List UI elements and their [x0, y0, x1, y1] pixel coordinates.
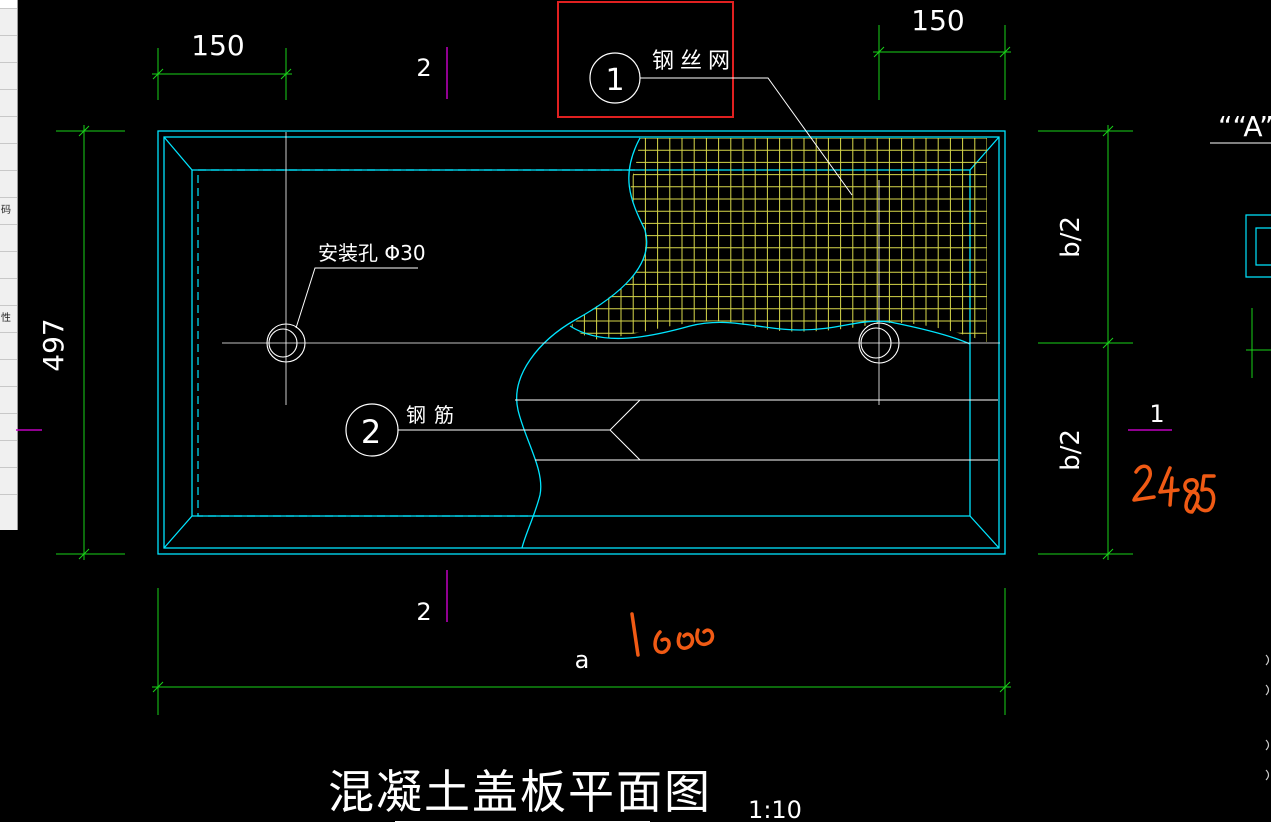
side-panel-row[interactable] [0, 387, 17, 414]
steel-wire-mesh [570, 138, 987, 342]
slab-outline [157, 130, 1006, 555]
callout-2-bubble [345, 403, 399, 457]
side-panel-row[interactable] [0, 63, 17, 90]
side-panel-header [0, 0, 17, 9]
bevel-line-bl [163, 515, 193, 549]
side-panel-row[interactable] [0, 468, 17, 495]
side-panel-row[interactable] [0, 9, 17, 36]
mounting-hole-right [858, 180, 900, 405]
dim-top-left-value: 150 [191, 29, 244, 62]
slab-outer-edge [157, 130, 1006, 555]
side-panel-row[interactable] [0, 252, 17, 279]
dim-right-b-lower: b/2 [1056, 429, 1086, 471]
side-panel-row[interactable] [0, 90, 17, 117]
side-panel-row[interactable] [0, 144, 17, 171]
section-mark-right: 1 [1149, 400, 1164, 428]
partial-section-view [1245, 214, 1271, 278]
callout-1-number: 1 [605, 63, 624, 98]
dim-bottom-a-label: a [575, 646, 590, 674]
side-panel-row[interactable]: 码 [0, 198, 17, 225]
hidden-reinforcement-outline [197, 169, 635, 517]
hole-leader [295, 267, 418, 329]
dimension-lines [56, 25, 1133, 715]
handwritten-width-strokes [630, 612, 715, 657]
slab-inner-edge [163, 136, 1000, 549]
side-panel-row[interactable] [0, 171, 17, 198]
side-panel-row[interactable] [0, 414, 17, 441]
dim-top-right-value: 150 [911, 4, 964, 37]
side-panel-row[interactable] [0, 225, 17, 252]
properties-side-panel[interactable]: 码性 [0, 0, 18, 530]
side-panel-row[interactable] [0, 279, 17, 306]
drawing-scale: 1:10 [748, 796, 802, 822]
mounting-hole-left [222, 132, 1000, 405]
bevel-line-br [969, 515, 1000, 549]
callout-1-leader [640, 77, 853, 196]
partial-view-text-stub [1265, 654, 1270, 781]
handwritten-height-strokes [1132, 464, 1216, 514]
dim-right-b-upper: b/2 [1056, 216, 1086, 258]
dim-left-height-value: 497 [37, 318, 70, 371]
section-mark-bottom: 2 [416, 598, 431, 626]
callout-2-number: 2 [361, 413, 381, 451]
section-mark-top: 2 [416, 54, 431, 82]
hole-label: 安装孔 Φ30 [318, 241, 426, 265]
rebar-lines [398, 399, 998, 461]
side-panel-row[interactable] [0, 36, 17, 63]
highlight-box [557, 1, 734, 118]
side-panel-row[interactable] [0, 117, 17, 144]
break-line [516, 137, 971, 549]
drawing-title: 混凝土盖板平面图 [328, 765, 712, 819]
side-panel-row[interactable] [0, 441, 17, 468]
view-label-A: ““A” [1218, 110, 1271, 143]
side-panel-row[interactable] [0, 333, 17, 360]
callout-1-label: 钢丝网 [652, 49, 736, 74]
callout-2-label: 钢筋 [406, 403, 462, 427]
bevel-line-tl [163, 136, 193, 171]
side-panel-row[interactable] [0, 360, 17, 387]
partial-view-dim [1246, 308, 1271, 378]
side-panel-row[interactable]: 性 [0, 306, 17, 333]
